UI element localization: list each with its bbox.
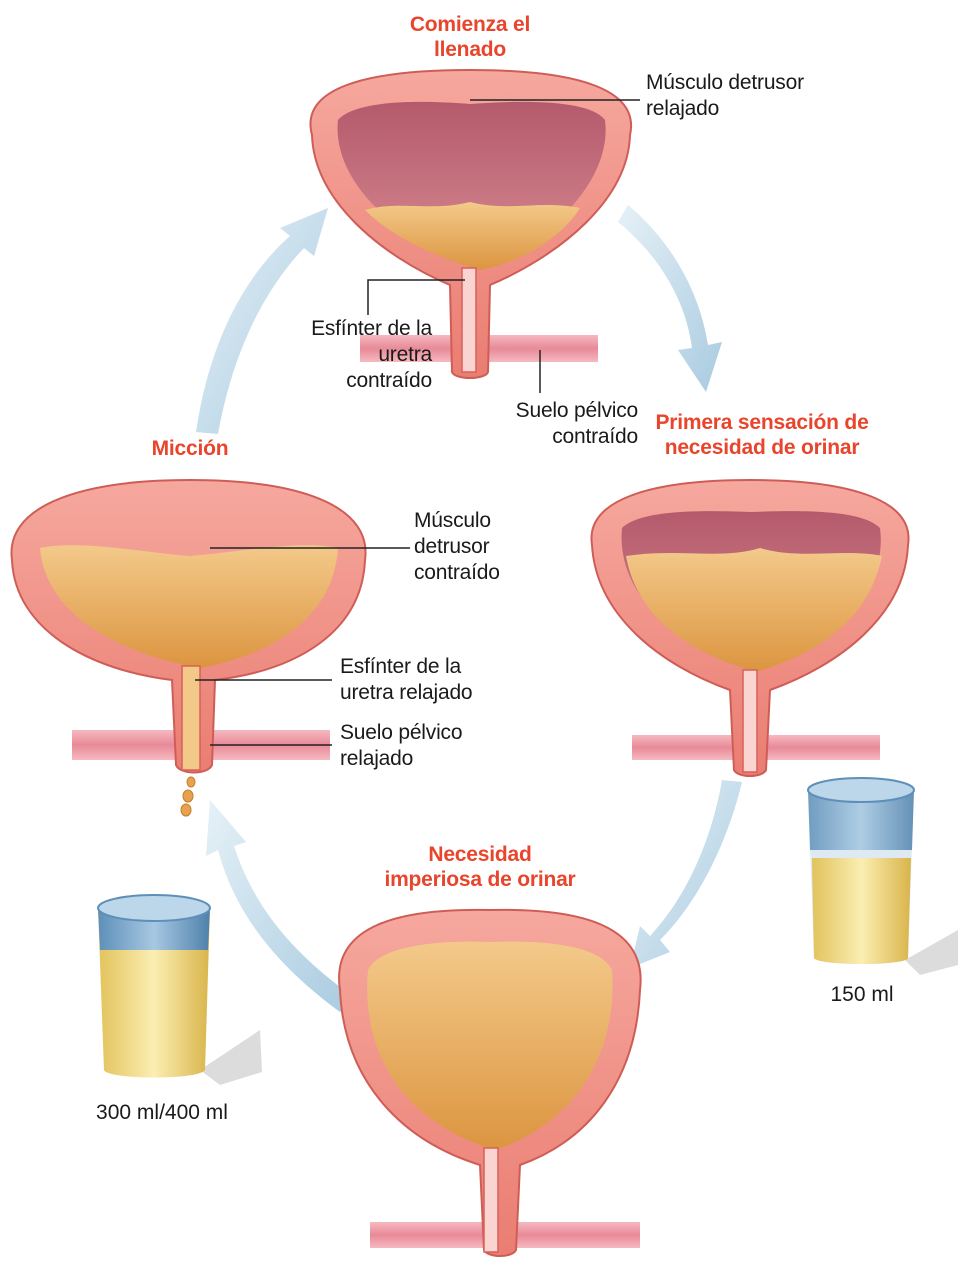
urine-drop [183,790,193,802]
label-pelvic-relaxed: Suelo pélvico relajado [340,720,540,772]
label-detrusor-contracted: Músculo detrusor contraído [414,508,574,586]
label-detrusor-relaxed: Músculo detrusor relajado [646,70,906,122]
label-pelvic-contracted: Suelo pélvico contraído [448,398,638,450]
cup-150ml [808,778,958,975]
urine-drops [181,777,195,816]
label-sphincter-relaxed: Esfínter de la uretra relajado [340,654,540,706]
stage-title-filling: Comienza el llenado [350,12,590,62]
cup-shadow [200,1030,262,1085]
arrow-filling-to-first-sensation [618,205,722,392]
cup-rim [808,778,914,802]
label-sphincter-contracted: Esfínter de la uretra contraído [262,316,432,394]
cup-300-400ml [98,895,262,1085]
stage-title-urgency: Necesidad imperiosa de orinar [360,842,600,892]
stage-title-first-sensation: Primera sensación de necesidad de orinar [626,410,898,460]
arrow-first-sensation-to-urgency [630,780,742,968]
cup-rim [98,895,210,921]
urethra [743,670,757,772]
arrow-urgency-to-micturition [206,800,352,1012]
volume-label-150ml: 150 ml [812,982,912,1008]
urethra [462,268,476,372]
urethra [182,666,200,770]
bladder-micturition [11,480,365,816]
stage-title-micturition: Micción [110,436,270,461]
cup-liquid [812,858,911,964]
urine-drop [181,804,191,816]
volume-label-300-400ml: 300 ml/400 ml [72,1100,252,1126]
bladder-first-sensation [591,480,908,776]
cup-shadow [905,930,958,975]
urethra [484,1148,498,1252]
urine-drop [187,777,195,787]
bladder-urgency [339,910,641,1256]
